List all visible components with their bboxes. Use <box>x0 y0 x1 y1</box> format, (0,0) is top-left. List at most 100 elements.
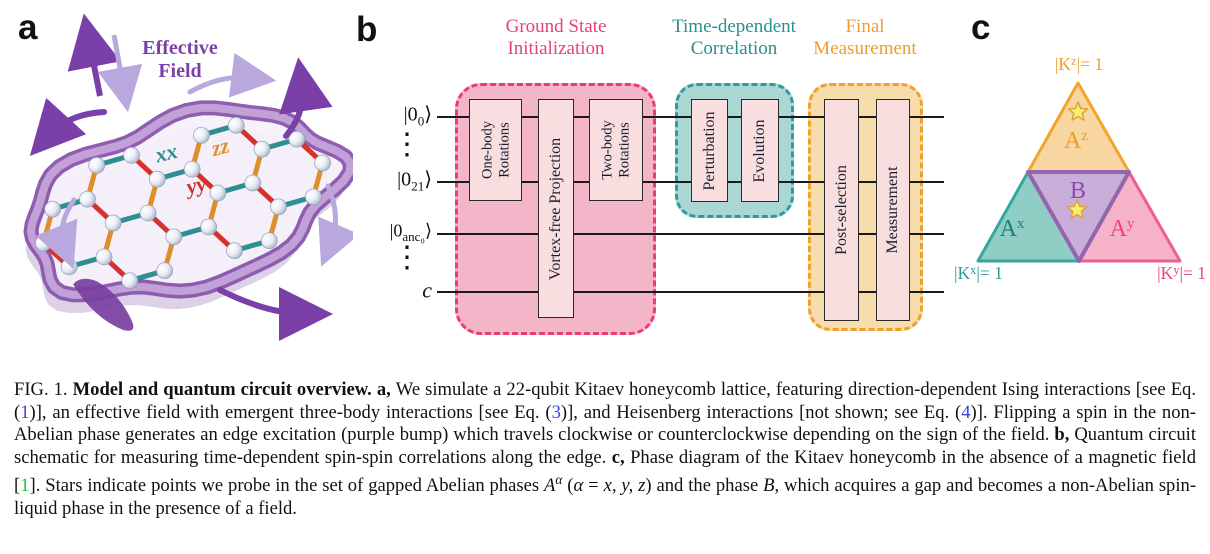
effective-field-label-line1: Effective <box>142 37 218 59</box>
section-title-line: Measurement <box>813 38 917 59</box>
panel-a-illustration: Effective Field xx zz yy <box>23 13 353 341</box>
wire-label-q0: |00⟩ <box>403 103 432 129</box>
lattice-site <box>95 248 113 266</box>
section-title-time-dependent: Time-dependent Correlation <box>634 16 834 60</box>
phase-label-Ay: Ay <box>1110 216 1135 242</box>
caption-segment: )], an effective field with emergent thr… <box>29 401 552 423</box>
lattice-site <box>44 200 61 218</box>
qubit-wire-4 <box>437 291 944 293</box>
caption-segment: x, y, z <box>603 475 646 497</box>
lattice-site <box>209 184 227 202</box>
caption-segment: ) and the phase <box>645 475 764 497</box>
probe-star-B <box>1066 199 1088 219</box>
lattice-site <box>79 190 96 208</box>
circulation-arrow-left <box>29 97 107 156</box>
qubit-wire-2 <box>437 181 944 183</box>
lattice-site <box>165 228 183 246</box>
equation-link[interactable]: 3 <box>551 401 561 423</box>
lattice-site <box>270 198 287 216</box>
lattice-site <box>183 160 201 178</box>
caption-segment: a, <box>376 379 396 400</box>
lattice-site <box>244 174 262 192</box>
wire-label-classical: c <box>422 277 432 303</box>
circulation-arrow-bottom-left-light <box>35 197 78 269</box>
field-down-arrow <box>97 34 143 113</box>
caption-segment: )]. Flipping a spin in the non-Abelian p… <box>14 401 1196 446</box>
circulation-arrow-top-right <box>279 57 333 139</box>
reference-link[interactable]: 1 <box>20 475 30 497</box>
section-title-line: Time-dependent <box>672 16 796 37</box>
lattice-site <box>121 272 139 290</box>
corner-label-Kx: |Kx|= 1 <box>954 263 1003 283</box>
qubit-wire-3 <box>437 233 944 235</box>
figure-caption: FIG. 1. Model and quantum circuit overvi… <box>14 379 1196 520</box>
caption-segment: We simulate a 22-qubit Kitaev honeycomb … <box>14 379 1197 423</box>
lattice-site <box>193 126 210 144</box>
probe-star-Az <box>1067 101 1089 121</box>
effective-field-label-line2: Field <box>158 60 201 82</box>
section-title-line: Initialization <box>507 38 605 59</box>
lattice-site <box>288 130 306 148</box>
panel-c-phase-diagram: |Kz|= 1 |Kx|= 1 |Ky|= 1 Az Ax Ay B <box>954 54 1206 283</box>
equation-link[interactable]: 1 <box>20 401 30 423</box>
caption-segment: ( <box>562 475 574 497</box>
gate-perturbation: Perturbation <box>691 99 728 202</box>
lattice-site <box>227 116 245 134</box>
lattice-site <box>314 154 331 172</box>
wire-label-ancilla: |0anc₀⟩ <box>389 220 432 245</box>
qubit-wire-1 <box>437 116 944 118</box>
corner-label-Kz: |Kz|= 1 <box>1055 54 1103 74</box>
edge-excitation-bump <box>73 278 134 331</box>
caption-segment: )], and Heisenberg interactions [not sho… <box>560 401 962 423</box>
caption-segment: , which acquires a gap and becomes a non… <box>14 475 1197 519</box>
gate-post-selection: Post-selection <box>824 99 859 321</box>
circulation-arrow-top-light <box>187 52 277 98</box>
lattice-site <box>305 188 322 206</box>
caption-segment: c, <box>611 446 631 468</box>
wire-label-q21: |021⟩ <box>397 168 432 194</box>
caption-segment: B <box>763 475 775 497</box>
section-title-final-measurement: Final Measurement <box>765 16 965 60</box>
section-title-ground-state: Ground State Initialization <box>456 16 656 60</box>
caption-segment: ]. Stars indicate points we probe in the… <box>29 475 545 497</box>
lattice-site <box>123 146 140 164</box>
circulation-arrow-right-light <box>318 183 353 267</box>
lattice-site <box>104 214 122 232</box>
circulation-arrow-bottom <box>217 286 333 341</box>
phase-region-B <box>1026 170 1131 263</box>
gate-evolution: Evolution <box>741 99 779 202</box>
wire-ellipsis-bottom: ⋮ <box>392 241 422 274</box>
caption-segment: FIG. 1. <box>14 379 73 400</box>
caption-segment: α <box>555 472 563 487</box>
phase-label-Az: Az <box>1064 128 1088 154</box>
section-title-line: Ground State <box>505 16 607 37</box>
caption-segment: Quantum circuit schematic for measuring … <box>14 424 1197 468</box>
panel-c-letter: c <box>971 8 991 47</box>
lattice-site <box>253 140 271 158</box>
lattice-site <box>88 156 106 174</box>
lattice-site <box>139 204 157 222</box>
phase-label-B: B <box>1070 178 1086 204</box>
caption-segment: = <box>583 475 604 497</box>
lattice-site <box>148 170 166 188</box>
caption-segment: b, <box>1054 424 1075 445</box>
caption-segment: α <box>573 475 584 497</box>
gate-measurement: Measurement <box>876 99 910 321</box>
field-up-arrow <box>67 13 121 97</box>
honeycomb-lattice <box>35 116 331 290</box>
wire-ellipsis-top: ⋮ <box>392 128 422 161</box>
panel-a-letter: a <box>18 8 38 47</box>
equation-link[interactable]: 4 <box>961 401 971 423</box>
section-title-line: Final <box>845 16 885 37</box>
gate-vortex-free-projection: Vortex-free Projection <box>538 99 574 318</box>
lattice-site <box>156 262 173 280</box>
panel-b-letter: b <box>356 10 378 49</box>
lattice-site <box>226 242 243 260</box>
caption-segment: Model and quantum circuit overview. <box>72 379 377 400</box>
lattice-site <box>260 232 278 250</box>
section-title-line: Correlation <box>690 38 778 59</box>
caption-segment: A <box>544 475 556 497</box>
